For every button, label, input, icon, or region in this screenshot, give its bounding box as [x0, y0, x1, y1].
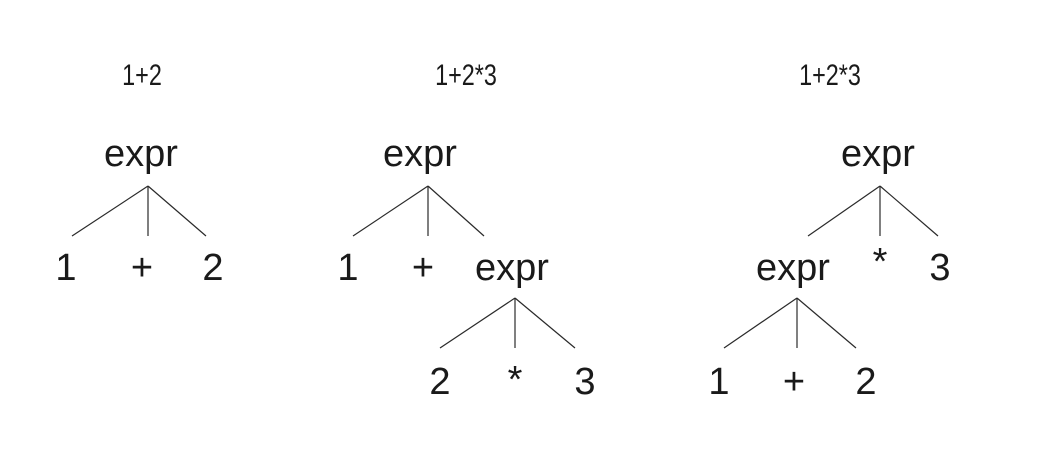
tree-1-leaf-1: 1 — [55, 247, 76, 289]
tree-2-sub-leaf-2: 2 — [429, 361, 450, 403]
tree-2-sub-edge-left — [439, 297, 516, 349]
tree-3-sub-leaf-1: 1 — [708, 361, 729, 403]
tree-3-leaf-star: * — [873, 241, 888, 283]
tree-3-sub-leaf-2: 2 — [855, 361, 876, 403]
tree-3-sub-edge-left — [723, 297, 798, 349]
parse-tree-2: 1+2*3 expr 1 + expr 2 * 3 — [337, 58, 595, 403]
parse-tree-3: 1+2*3 expr expr * 3 1 + 2 — [708, 58, 950, 403]
tree-2-leaf-1: 1 — [337, 247, 358, 289]
tree-3-edge-right — [879, 185, 939, 237]
tree-2-caption: 1+2*3 — [435, 58, 497, 91]
tree-3-subtree-expr-node: expr — [756, 247, 830, 289]
tree-3-root-node: expr — [841, 133, 915, 175]
tree-2-subtree-expr-node: expr — [475, 247, 549, 289]
tree-2-edge-left — [352, 185, 429, 237]
tree-2-sub-leaf-3: 3 — [574, 361, 595, 403]
tree-2-sub-edge-right — [514, 297, 576, 349]
tree-1-root-node: expr — [104, 133, 178, 175]
tree-3-leaf-3: 3 — [929, 247, 950, 289]
tree-1-edge-right — [147, 185, 207, 237]
tree-2-edge-right — [427, 185, 485, 237]
tree-1-leaf-plus: + — [131, 247, 153, 289]
tree-3-sub-leaf-plus: + — [783, 361, 805, 403]
tree-3-caption: 1+2*3 — [799, 58, 861, 91]
tree-1-caption: 1+2 — [122, 58, 162, 91]
tree-3-edge-left — [807, 185, 881, 237]
tree-1-leaf-2: 2 — [202, 247, 223, 289]
tree-2-sub-leaf-star: * — [508, 359, 523, 401]
tree-1-edge-left — [71, 185, 149, 237]
tree-2-leaf-plus: + — [412, 247, 434, 289]
parse-tree-1: 1+2 expr 1 + 2 — [55, 58, 223, 289]
tree-3-sub-edge-right — [796, 297, 857, 349]
tree-2-root-node: expr — [383, 133, 457, 175]
